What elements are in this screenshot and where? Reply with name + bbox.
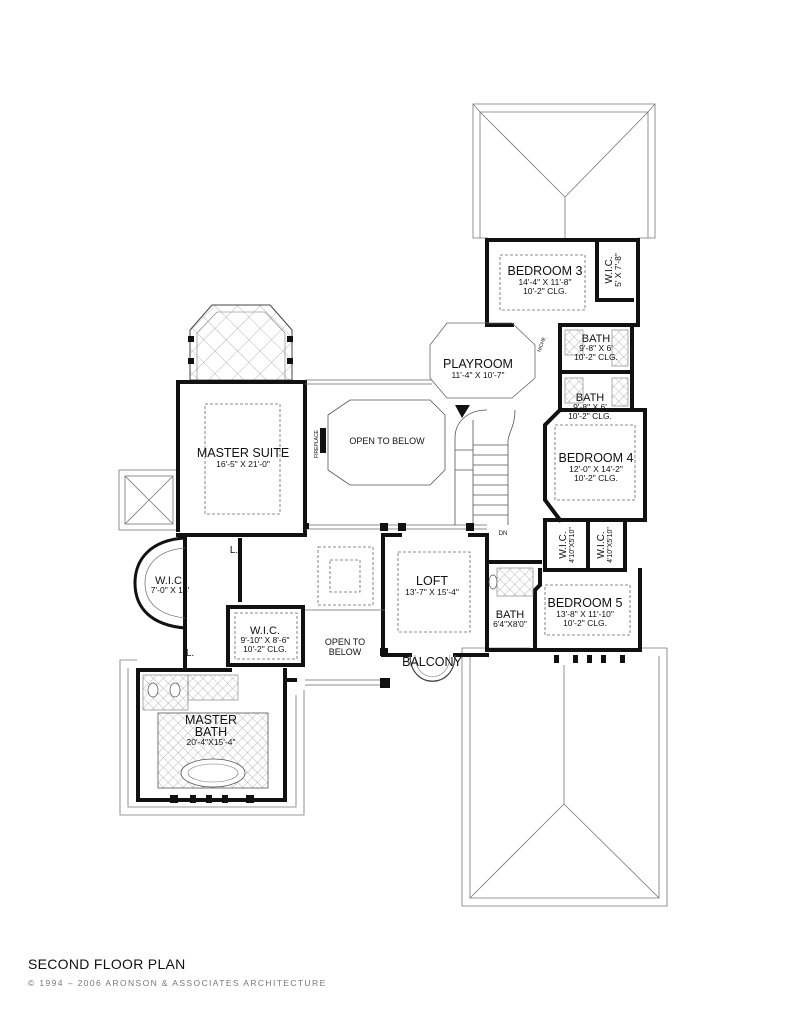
master-bath-line1: MASTER — [185, 713, 237, 727]
niche-label: NICHE — [537, 336, 548, 353]
bath-lower-clg: 10'-2" CLG. — [568, 411, 612, 421]
bedroom4-clg: 10'-2" CLG. — [574, 473, 618, 483]
wic-a-dims: 4'10"X5'10" — [569, 527, 576, 563]
fireplace-label: FIREPLACE — [314, 429, 320, 457]
bedroom4-name: BEDROOM 4 — [558, 451, 633, 465]
columns — [303, 405, 625, 688]
loft-dims: 13'-7" X 15'-4" — [405, 587, 459, 597]
bedroom3-dims: 14'-4" X 11'-8" — [518, 277, 571, 287]
wic-a-name: W.I.C. — [558, 531, 569, 558]
thin-lines — [204, 254, 636, 686]
roof-left — [118, 469, 180, 531]
balcony-name: BALCONY — [402, 655, 462, 669]
roof-bottom-left — [119, 659, 305, 816]
plan-title: SECOND FLOOR PLAN — [28, 956, 186, 972]
linen-1-label: L. — [230, 545, 238, 556]
roof-upper-right — [472, 103, 656, 239]
master-bath-dims: 20'-4"X15'-4" — [187, 737, 236, 747]
wic-b-name: W.I.C. — [596, 531, 607, 558]
open-below-small-line1: OPEN TO — [325, 637, 365, 647]
wic-bed3-name: W.I.C. — [604, 256, 615, 283]
bath-upper-clg: 10'-2" CLG. — [574, 352, 618, 362]
open-below-main: OPEN TO BELOW — [349, 436, 425, 446]
room-labels: BEDROOM 3 14'-4" X 11'-8" 10'-2" CLG. W.… — [151, 253, 634, 747]
wic-master-clg: 10'-2" CLG. — [243, 644, 287, 654]
wic-round-dims: 7'-0" X 13' — [151, 585, 190, 595]
bath-upper-name: BATH — [582, 333, 611, 345]
wic-master-dims: 9'-10" X 8'-6" — [241, 635, 290, 645]
master-balcony-bay — [188, 304, 293, 381]
bath-small-dims: 6'4"X8'0" — [493, 619, 527, 629]
round-wic-bay — [133, 536, 186, 630]
linen-2-label: L. — [186, 648, 194, 659]
master-suite-name: MASTER SUITE — [197, 446, 289, 460]
staircase — [454, 409, 516, 525]
master-bath-line2: BATH — [195, 725, 227, 739]
bath-stack-fixtures — [564, 329, 629, 407]
playroom-name: PLAYROOM — [443, 357, 513, 371]
copyright-notice: © 1994 – 2006 ARONSON & ASSOCIATES ARCHI… — [28, 978, 327, 988]
bedroom3-name: BEDROOM 3 — [507, 264, 582, 278]
wic-b-dims: 4'10"X5'10" — [607, 527, 614, 563]
wic-master-name: W.I.C. — [250, 625, 280, 637]
small-bath-fixtures — [488, 567, 534, 597]
balcony-arc — [409, 654, 456, 682]
bedroom5-dims: 13'-8" X 11'-10" — [556, 609, 614, 619]
loft-name: LOFT — [416, 574, 448, 588]
bedroom3-clg: 10'-2" CLG. — [523, 286, 567, 296]
bath-small-name: BATH — [496, 609, 525, 621]
walls — [136, 238, 647, 802]
roof-lower-right — [461, 647, 668, 907]
playroom-dims: 11'-4" X 10'-7" — [451, 370, 504, 380]
bath-lower-name: BATH — [576, 392, 605, 404]
master-bath-fixtures — [142, 674, 269, 803]
bath-lower-dims: 9'-8" X 6' — [573, 402, 607, 412]
open-below-small-line2: BELOW — [329, 647, 362, 657]
bath-upper-dims: 9'-8" X 6' — [579, 343, 613, 353]
bedroom5-name: BEDROOM 5 — [547, 596, 622, 610]
bedroom4-dims: 12'-0" X 14'-2" — [569, 464, 623, 474]
master-suite-dims: 16'-5" X 21'-0" — [216, 459, 270, 469]
wic-bed3-dims: 5' X 7'-8" — [613, 253, 623, 287]
bedroom5-clg: 10'-2" CLG. — [563, 618, 607, 628]
stair-dn-label: DN — [499, 531, 508, 537]
wic-round-name: W.I.C. — [155, 575, 185, 587]
